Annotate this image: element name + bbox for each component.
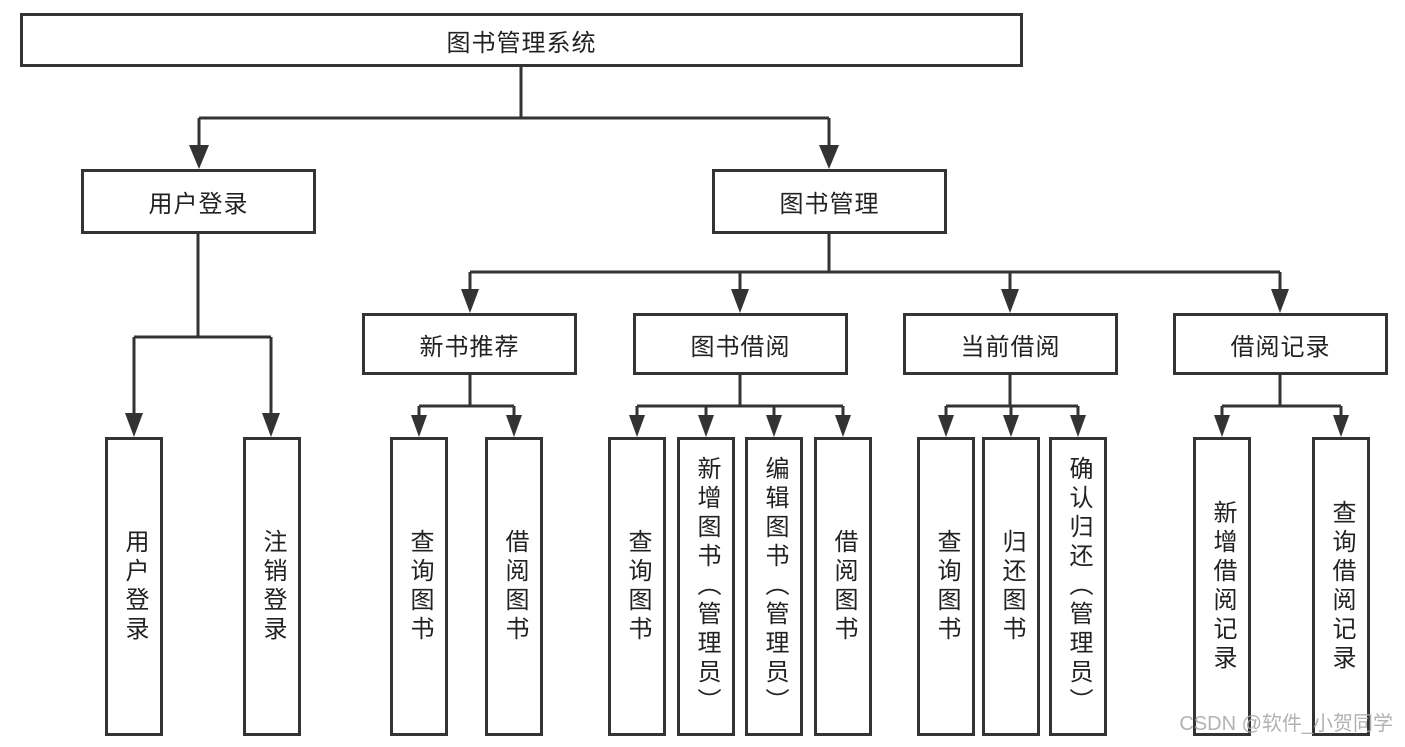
node-current-query-books: 查询图书 (917, 437, 975, 736)
node-book-management-label: 图书管理 (779, 191, 880, 218)
node-borrow-borrow-books-label: 借阅图书 (830, 528, 857, 645)
node-new-book-recommend: 新书推荐 (362, 313, 577, 375)
node-records-query-record: 查询借阅记录 (1312, 437, 1370, 736)
node-user-login: 用户登录 (81, 169, 316, 234)
node-current-borrow: 当前借阅 (903, 313, 1118, 375)
node-borrow-add-books-admin-label: 新增图书（管理员） (693, 456, 720, 717)
node-login-label: 用户登录 (121, 528, 148, 645)
node-root-label: 图书管理系统 (446, 29, 597, 57)
node-current-confirm-return-admin-label: 确认归还（管理员） (1065, 456, 1092, 717)
node-recommend-query-books: 查询图书 (390, 437, 448, 736)
node-logout-label: 注销登录 (259, 528, 286, 645)
node-borrow-query-books: 查询图书 (608, 437, 666, 736)
csdn-watermark: CSDN @软件_小贺同学 (1179, 713, 1393, 735)
node-borrow-records-label: 借阅记录 (1230, 333, 1331, 361)
node-borrow-add-books-admin: 新增图书（管理员） (677, 437, 735, 736)
node-borrow-borrow-books: 借阅图书 (814, 437, 872, 736)
node-recommend-borrow-books: 借阅图书 (485, 437, 543, 736)
node-records-add-record: 新增借阅记录 (1193, 437, 1251, 736)
node-records-query-record-label: 查询借阅记录 (1328, 499, 1355, 674)
node-current-confirm-return-admin: 确认归还（管理员） (1049, 437, 1107, 736)
node-book-management: 图书管理 (712, 169, 947, 234)
node-new-book-recommend-label: 新书推荐 (419, 333, 520, 361)
node-book-borrow-label: 图书借阅 (690, 333, 791, 361)
node-current-return-books-label: 归还图书 (998, 528, 1025, 645)
node-user-login-label: 用户登录 (148, 191, 249, 218)
node-recommend-query-books-label: 查询图书 (406, 528, 433, 645)
node-logout: 注销登录 (243, 437, 301, 736)
node-current-return-books: 归还图书 (982, 437, 1040, 736)
node-current-borrow-label: 当前借阅 (960, 333, 1061, 361)
node-records-add-record-label: 新增借阅记录 (1209, 499, 1236, 674)
node-current-query-books-label: 查询图书 (933, 528, 960, 645)
node-book-borrow: 图书借阅 (633, 313, 848, 375)
node-borrow-query-books-label: 查询图书 (624, 528, 651, 645)
node-borrow-edit-books-admin: 编辑图书（管理员） (745, 437, 803, 736)
node-borrow-edit-books-admin-label: 编辑图书（管理员） (761, 456, 788, 717)
node-borrow-records: 借阅记录 (1173, 313, 1388, 375)
node-recommend-borrow-books-label: 借阅图书 (501, 528, 528, 645)
node-root: 图书管理系统 (20, 13, 1023, 67)
node-login: 用户登录 (105, 437, 163, 736)
